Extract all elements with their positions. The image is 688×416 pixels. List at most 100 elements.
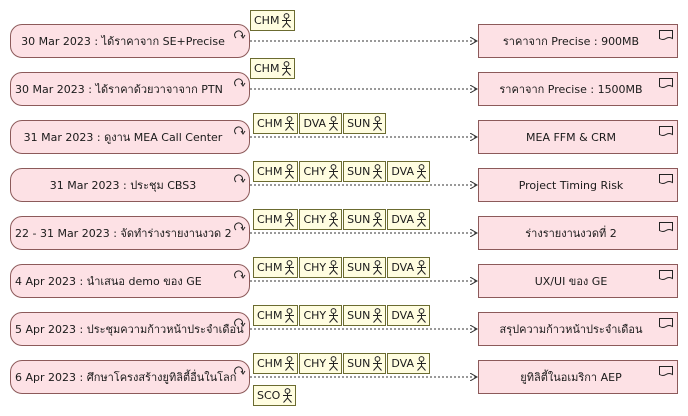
event-box[interactable]: 31 Mar 2023 : ดูงาน MEA Call Center	[10, 120, 250, 154]
actor-label: CHY	[303, 357, 327, 370]
actor-chy[interactable]: CHY	[299, 209, 343, 230]
document-icon	[659, 318, 673, 328]
actor-person-icon	[283, 388, 293, 403]
event-box[interactable]: 4 Apr 2023 : นำเสนอ demo ของ GE	[10, 264, 250, 298]
actor-person-icon	[285, 308, 295, 323]
actor-person-icon	[282, 61, 292, 76]
actor-group: CHM	[250, 10, 296, 31]
actor-person-icon	[329, 212, 339, 227]
actor-label: CHY	[303, 309, 327, 322]
output-label: Project Timing Risk	[518, 178, 624, 192]
actor-chy[interactable]: CHY	[299, 161, 343, 182]
event-label: 5 Apr 2023 : ประชุมความก้าวหน้าประจำเดือ…	[15, 323, 244, 336]
actor-chm[interactable]: CHM	[253, 257, 299, 278]
output-label: สรุปความก้าวหน้าประจำเดือน	[499, 323, 643, 336]
output-box[interactable]: UX/UI ของ GE	[478, 264, 678, 298]
actor-person-icon	[373, 116, 383, 131]
actor-person-icon	[329, 356, 339, 371]
actor-person-icon	[373, 212, 383, 227]
actor-label: CHM	[254, 14, 280, 27]
actor-person-icon	[285, 116, 295, 131]
actor-chy[interactable]: CHY	[299, 353, 343, 374]
event-box[interactable]: 6 Apr 2023 : ศึกษาโครงสร้างยูทิลิตี้อื่น…	[10, 360, 250, 394]
actor-person-icon	[417, 212, 427, 227]
actor-label: SUN	[347, 117, 371, 130]
actor-sun[interactable]: SUN	[343, 209, 387, 230]
actor-dva[interactable]: DVA	[387, 257, 431, 278]
loop-arrow-icon	[234, 270, 246, 279]
actor-group-secondary: SCO	[253, 385, 297, 406]
actor-person-icon	[417, 260, 427, 275]
actor-group: CHM CHY SUN DVA	[253, 305, 431, 326]
actor-chy[interactable]: CHY	[299, 257, 343, 278]
actor-sun[interactable]: SUN	[343, 353, 387, 374]
actor-chm[interactable]: CHM	[253, 161, 299, 182]
actor-label: DVA	[391, 165, 415, 178]
event-box[interactable]: 30 Mar 2023 : ได้ราคาด้วยวาจาจาก PTN	[10, 72, 250, 106]
actor-group: CHM	[250, 58, 296, 79]
event-label: 22 - 31 Mar 2023 : จัดทำร่างรายงานงวด 2	[15, 227, 232, 240]
actor-person-icon	[285, 164, 295, 179]
output-label: ยูทิลิตี้ในอเมริกา AEP	[520, 371, 622, 384]
document-icon	[659, 78, 673, 88]
output-box[interactable]: ยูทิลิตี้ในอเมริกา AEP	[478, 360, 678, 394]
actor-chm[interactable]: CHM	[253, 113, 299, 134]
output-box[interactable]: MEA FFM & CRM	[478, 120, 678, 154]
output-box[interactable]: สรุปความก้าวหน้าประจำเดือน	[478, 312, 678, 346]
event-label: 30 Mar 2023 : ได้ราคาด้วยวาจาจาก PTN	[15, 83, 223, 96]
actor-dva[interactable]: DVA	[387, 209, 431, 230]
event-label: 4 Apr 2023 : นำเสนอ demo ของ GE	[15, 275, 202, 288]
event-box[interactable]: 22 - 31 Mar 2023 : จัดทำร่างรายงานงวด 2	[10, 216, 250, 250]
actor-label: DVA	[303, 117, 327, 130]
actor-label: DVA	[391, 357, 415, 370]
actor-person-icon	[373, 164, 383, 179]
actor-person-icon	[417, 164, 427, 179]
actor-chm[interactable]: CHM	[253, 353, 299, 374]
loop-arrow-icon	[234, 30, 246, 39]
actor-sco[interactable]: SCO	[253, 385, 297, 406]
actor-label: CHM	[257, 357, 283, 370]
output-box[interactable]: ราคาจาก Precise : 900MB	[478, 24, 678, 58]
actor-chm[interactable]: CHM	[250, 10, 296, 31]
actor-sun[interactable]: SUN	[343, 113, 387, 134]
actor-label: SCO	[257, 389, 281, 402]
actor-person-icon	[285, 356, 295, 371]
output-label: MEA FFM & CRM	[526, 130, 616, 144]
actor-chy[interactable]: CHY	[299, 305, 343, 326]
actor-label: SUN	[347, 261, 371, 274]
actor-person-icon	[417, 356, 427, 371]
output-label: ราคาจาก Precise : 1500MB	[499, 83, 643, 96]
actor-sun[interactable]: SUN	[343, 257, 387, 278]
event-box[interactable]: 31 Mar 2023 : ประชุม CBS3	[10, 168, 250, 202]
event-box[interactable]: 30 Mar 2023 : ได้ราคาจาก SE+Precise	[10, 24, 250, 58]
output-box[interactable]: Project Timing Risk	[478, 168, 678, 202]
actor-group: CHM DVA SUN	[253, 113, 387, 134]
actor-dva[interactable]: DVA	[387, 353, 431, 374]
actor-person-icon	[417, 308, 427, 323]
event-label: 31 Mar 2023 : ดูงาน MEA Call Center	[23, 131, 223, 144]
actor-chm[interactable]: CHM	[253, 305, 299, 326]
event-label: 30 Mar 2023 : ได้ราคาจาก SE+Precise	[21, 35, 225, 48]
document-icon	[659, 126, 673, 136]
actor-chm[interactable]: CHM	[250, 58, 296, 79]
output-box[interactable]: ร่างรายงานงวดที่ 2	[478, 216, 678, 250]
actor-label: CHM	[257, 117, 283, 130]
actor-dva[interactable]: DVA	[387, 305, 431, 326]
actor-person-icon	[329, 116, 339, 131]
actor-chm[interactable]: CHM	[253, 209, 299, 230]
output-box[interactable]: ราคาจาก Precise : 1500MB	[478, 72, 678, 106]
event-box[interactable]: 5 Apr 2023 : ประชุมความก้าวหน้าประจำเดือ…	[10, 312, 250, 346]
actor-dva[interactable]: DVA	[299, 113, 343, 134]
actor-label: CHM	[257, 165, 283, 178]
actor-label: SUN	[347, 309, 371, 322]
actor-sun[interactable]: SUN	[343, 305, 387, 326]
actor-person-icon	[329, 260, 339, 275]
actor-person-icon	[329, 308, 339, 323]
actor-person-icon	[285, 212, 295, 227]
actor-sun[interactable]: SUN	[343, 161, 387, 182]
actor-dva[interactable]: DVA	[387, 161, 431, 182]
document-icon	[659, 222, 673, 232]
